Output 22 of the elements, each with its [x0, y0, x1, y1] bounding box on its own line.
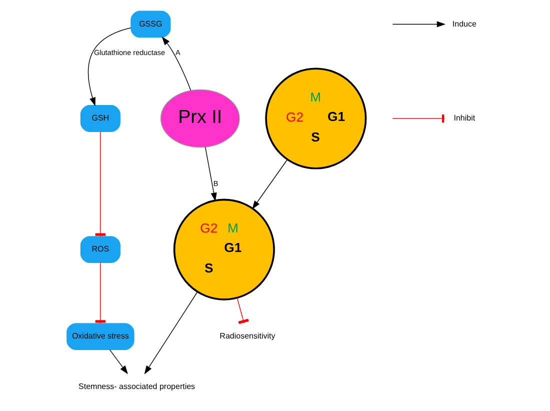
- node-box: Oxidative stress: [66, 323, 134, 350]
- node-circle: M G2 G1 S: [264, 68, 366, 170]
- node-text: Stemness- associated properties: [78, 382, 195, 391]
- node-box: GSSG: [130, 10, 170, 38]
- arrow: [161, 36, 191, 91]
- arrow: [144, 291, 198, 374]
- node-box: GSH: [80, 105, 120, 132]
- connector: [94, 262, 105, 324]
- legend-label: Induce: [452, 19, 476, 28]
- edge-label: B: [212, 178, 218, 188]
- arrow: [204, 146, 216, 202]
- legend-label: Inhibit: [453, 114, 475, 123]
- connector: [236, 297, 248, 324]
- arrow: [252, 159, 288, 210]
- node-ellipse: Prx II: [160, 89, 240, 148]
- connector: [94, 131, 105, 237]
- edge-label: Glutathione reductase: [93, 48, 165, 57]
- arrow: [87, 27, 131, 106]
- node-box: ROS: [80, 236, 120, 264]
- node-text: Radiosensitivity: [219, 332, 275, 341]
- arrow: [108, 349, 128, 374]
- edge-label: A: [175, 48, 180, 57]
